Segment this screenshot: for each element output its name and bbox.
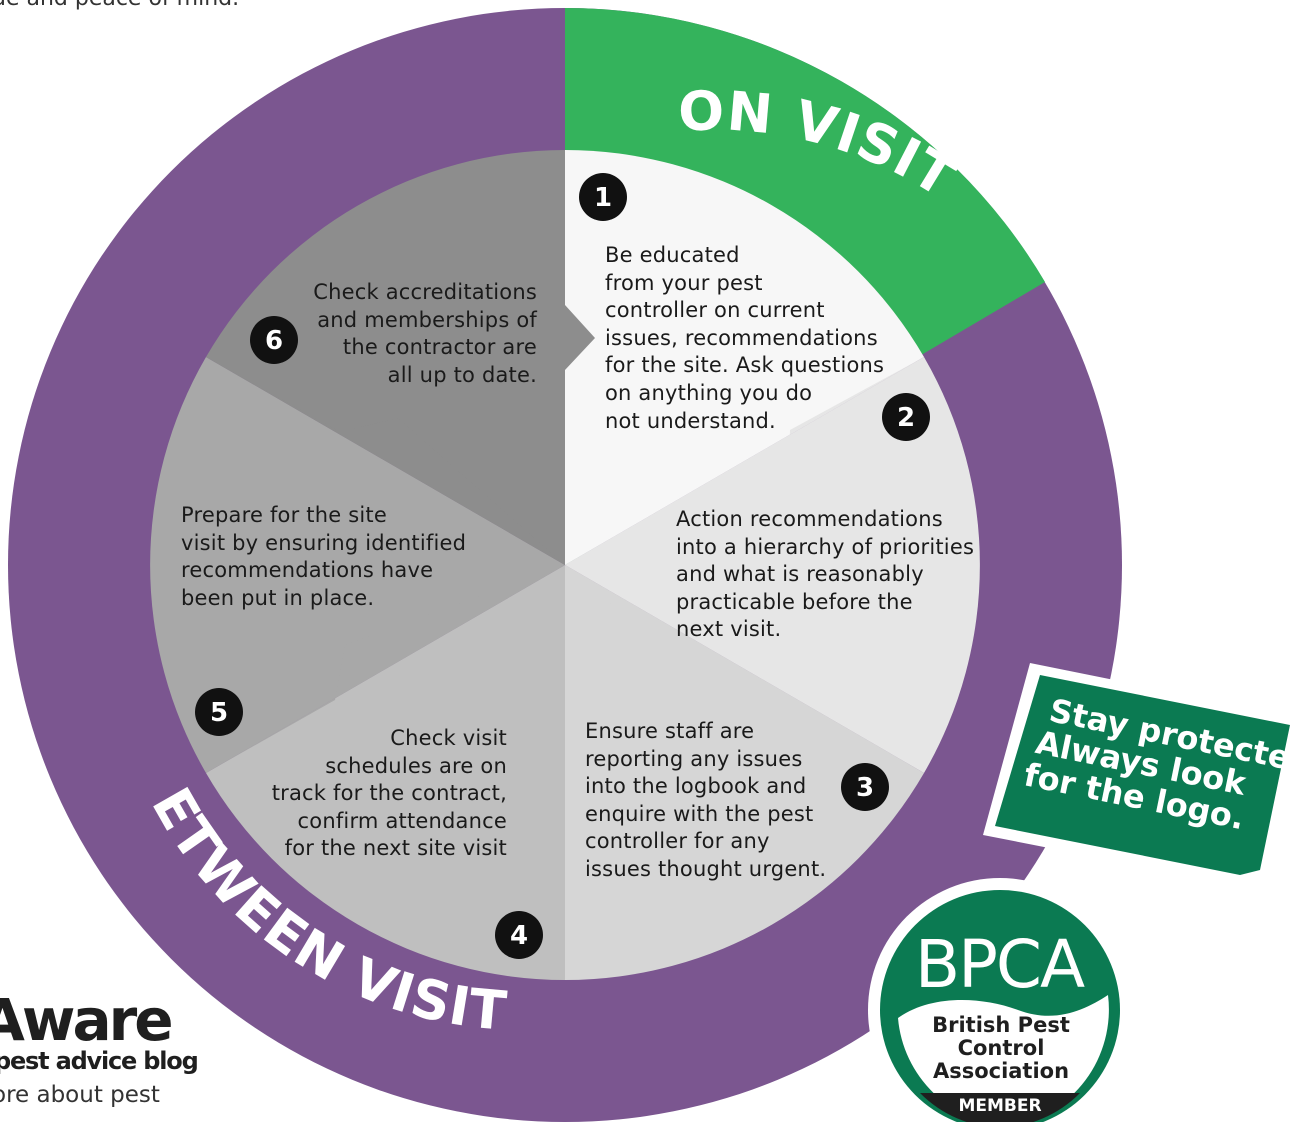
svg-text:2: 2: [897, 403, 915, 433]
arrow-notch-6-1: [565, 305, 595, 370]
bpca-logo-text: BPCA: [915, 926, 1085, 1003]
step-4-text: Check visit schedules are on track for t…: [271, 726, 507, 861]
svg-text:6: 6: [265, 326, 283, 356]
arrow-notch-2-3: [565, 565, 924, 773]
segment-1: [565, 150, 924, 565]
bpca-member-logo: BPCA British Pest Control Association ME…: [868, 878, 1132, 1122]
segment-6: [206, 150, 565, 565]
step-6-badge: 6: [250, 316, 298, 364]
segment-4: [206, 565, 565, 980]
arrow-notch-5-6: [206, 357, 565, 565]
svg-text:4: 4: [510, 921, 528, 951]
arrow-notch-3-4: [528, 740, 565, 830]
arrow-notch-4-5: [206, 565, 565, 773]
aware-more-text: ore about pest: [0, 1082, 160, 1108]
step-6-text: Check accreditations and memberships of …: [313, 280, 537, 387]
svg-text:5: 5: [210, 698, 228, 728]
bpca-org-line-2: Control: [958, 1036, 1045, 1060]
step-2-text: Action recommendations into a hierarchy …: [676, 507, 975, 642]
step-5-text: Prepare for the site visit by ensuring i…: [181, 503, 467, 610]
arrow-notch-1-2: [565, 357, 924, 565]
step-1-text: Be educated from your pest controller on…: [605, 243, 885, 433]
step-3-badge: 3: [841, 763, 889, 811]
segment-3: [565, 565, 924, 980]
svg-text:1: 1: [594, 183, 612, 213]
header-cut-text: ue and peace of mind.: [0, 0, 239, 11]
aware-brand-subtitle: pest advice blog: [0, 1047, 199, 1075]
segment-2: [565, 357, 980, 773]
step-1-badge: 1: [579, 173, 627, 221]
inner-disk: [150, 150, 980, 980]
aware-brand-word: Aware: [0, 986, 174, 1054]
slogan-badge: Stay protected. Always look for the logo…: [983, 663, 1307, 885]
step-2-badge: 2: [882, 393, 930, 441]
step-5-badge: 5: [195, 688, 243, 736]
step-3-text: Ensure staff are reporting any issues in…: [585, 719, 827, 881]
svg-text:3: 3: [856, 773, 874, 803]
segment-5: [150, 357, 565, 773]
bpca-org-line-1: British Pest: [932, 1013, 1070, 1037]
bpca-member-label: MEMBER: [958, 1096, 1041, 1116]
step-4-badge: 4: [495, 911, 543, 959]
bpca-org-line-3: Association: [933, 1059, 1069, 1083]
